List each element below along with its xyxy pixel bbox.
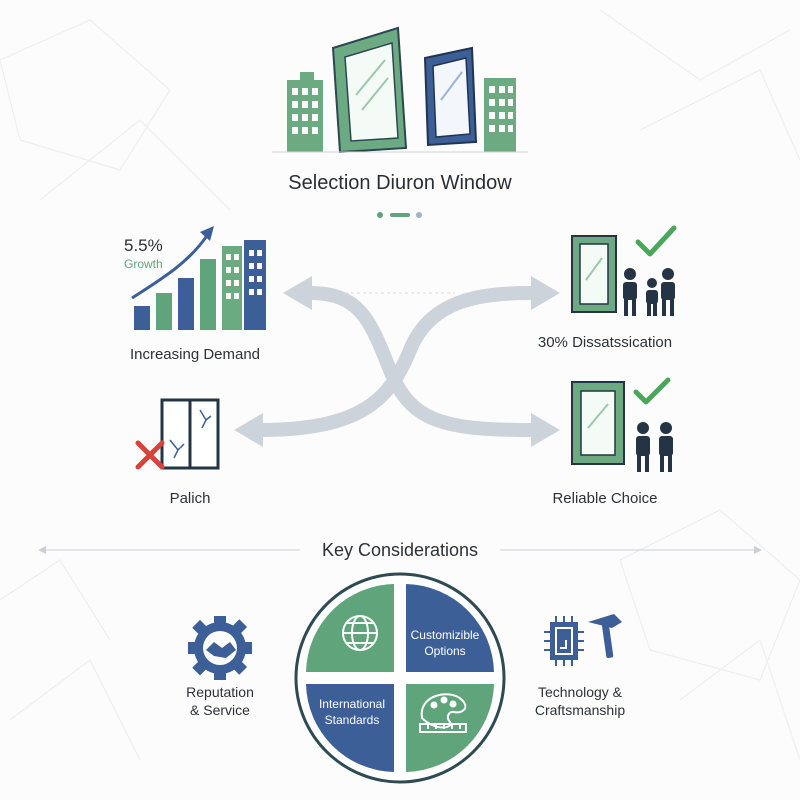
section-divider bbox=[38, 546, 762, 554]
quadrant-top-right bbox=[406, 584, 494, 672]
increasing-demand-label: Increasing Demand bbox=[129, 346, 261, 363]
check-icon bbox=[633, 377, 671, 405]
growth-stat-value: 5.5% bbox=[124, 236, 163, 255]
red-x-icon bbox=[135, 440, 165, 470]
people-icon bbox=[623, 268, 675, 316]
technology-label-line2: Craftsmanship bbox=[534, 702, 626, 718]
reputation-label-line2: & Service bbox=[190, 702, 250, 718]
window-icon bbox=[331, 26, 408, 154]
customizable-options-line1: Customizible bbox=[410, 628, 480, 642]
section-heading: Key Considerations bbox=[321, 540, 479, 560]
palich-label: Palich bbox=[169, 490, 211, 507]
quadrant-bottom-left bbox=[306, 684, 394, 772]
pagination-dots bbox=[377, 212, 422, 218]
page-title: Selection Diuron Window bbox=[288, 172, 512, 194]
quadrant-bottom-right bbox=[406, 684, 494, 772]
people-icon bbox=[636, 422, 673, 472]
building-icon bbox=[287, 72, 323, 152]
reputation-label-line1: Reputation bbox=[186, 684, 254, 700]
window-icon bbox=[423, 46, 478, 147]
reliable-choice-label: Reliable Choice bbox=[552, 490, 658, 507]
customizable-options-line2: Options bbox=[424, 644, 466, 658]
palette-ruler-icon bbox=[419, 693, 467, 733]
quadrant-top-left bbox=[306, 584, 394, 672]
globe-icon bbox=[342, 615, 378, 651]
international-standards-line2: Standards bbox=[324, 713, 380, 727]
dissatisfaction-label: 30% Dissatssication bbox=[537, 334, 673, 351]
international-standards-line1: International bbox=[318, 697, 386, 711]
building-icon bbox=[484, 78, 516, 152]
growth-stat-label: Growth bbox=[124, 257, 163, 271]
check-icon bbox=[635, 225, 677, 257]
technology-label-line1: Technology & bbox=[537, 684, 623, 700]
